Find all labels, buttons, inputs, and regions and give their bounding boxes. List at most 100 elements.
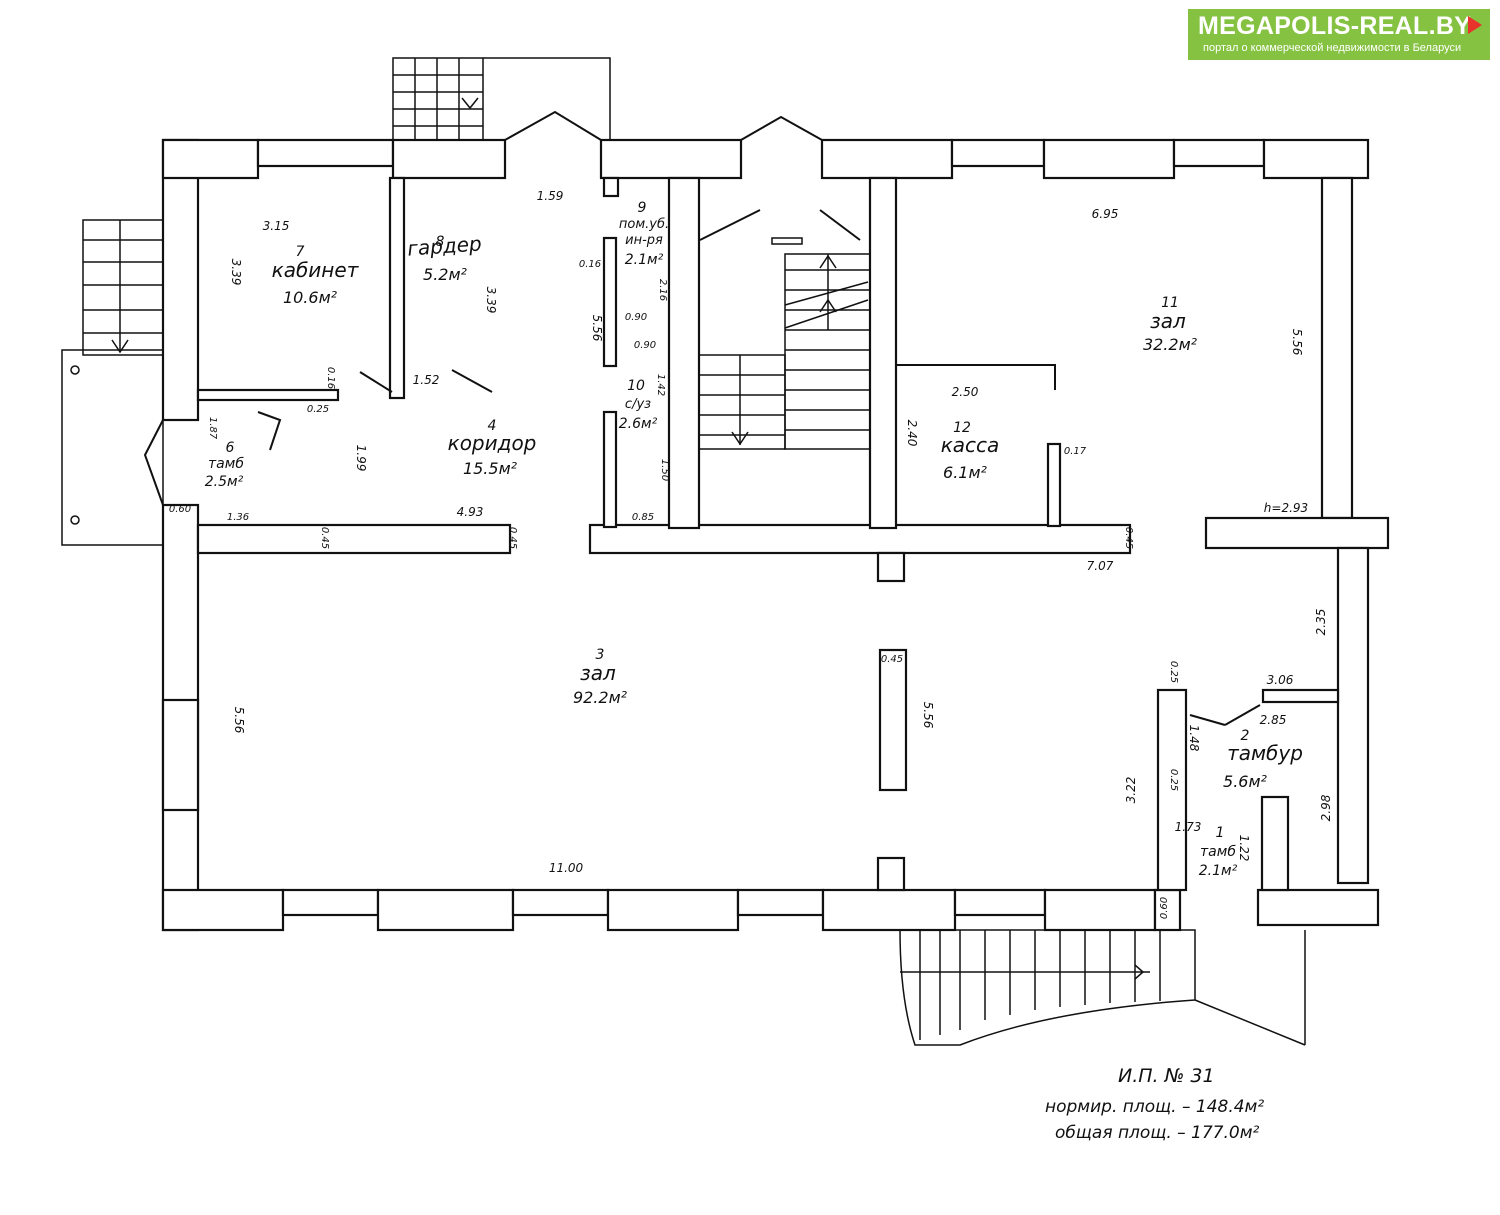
room-12-area: 6.1м² <box>943 463 988 482</box>
dim-label: 3.15 <box>263 219 290 233</box>
logo-tagline: портал о коммерческой недвижимости в Бел… <box>1203 42 1462 54</box>
wall-corridor-south <box>196 523 512 555</box>
door-vestibule-2 <box>1224 704 1261 726</box>
wall-wc-west <box>602 410 618 529</box>
window-south-4 <box>953 888 1047 917</box>
dim-label: 0.60 <box>169 504 191 515</box>
room-3-name: зал <box>580 661 616 685</box>
room-1-area: 2.1м² <box>1199 863 1238 879</box>
door-tambour-6 <box>257 411 282 451</box>
wall-east-mid <box>1204 516 1390 550</box>
dim-label: 2.40 <box>905 420 919 447</box>
wall-office-south <box>196 388 340 402</box>
logo-flag-icon <box>1468 16 1482 34</box>
wall-cashier-north <box>896 364 1056 390</box>
dim-label: 1.50 <box>659 459 670 481</box>
dim-label: 1.73 <box>1175 820 1202 834</box>
room-12-name: касса <box>941 433 1000 457</box>
room-2-number: 2 <box>1241 728 1250 744</box>
wall-north-1 <box>161 138 260 180</box>
dim-label: 0.25 <box>1168 661 1179 683</box>
dimension-labels: 3.15 3.39 3.39 1.59 6.95 0.16 2.16 5.56 … <box>169 189 1333 919</box>
wall-north-3 <box>599 138 743 180</box>
room-11-area: 32.2м² <box>1143 335 1198 354</box>
dim-label: 0.45 <box>1123 527 1134 549</box>
pilaster-north <box>876 551 906 583</box>
room-12-number: 12 <box>953 420 971 436</box>
window-south-2 <box>511 888 610 917</box>
wall-south-5 <box>1043 888 1157 932</box>
wall-east-lower <box>1336 546 1370 885</box>
wall-utility-post <box>602 176 620 198</box>
door-stair-1 <box>699 209 761 241</box>
column-hall <box>878 648 908 792</box>
dim-label: 5.56 <box>232 707 246 734</box>
dim-label: 0.16 <box>579 259 601 270</box>
wall-west-upper <box>161 138 200 422</box>
room-7-number: 7 <box>296 244 305 260</box>
dim-label: 0.45 <box>881 654 903 665</box>
plan-notes: И.П. № 31 нормир. площ. – 148.4м² общая … <box>1045 1065 1264 1143</box>
dim-label: 0.25 <box>307 404 329 415</box>
dim-label: 6.95 <box>1092 207 1119 221</box>
wall-stair-east <box>868 176 898 530</box>
dim-label: 3.39 <box>229 259 243 286</box>
dim-label: 1.87 <box>207 417 218 440</box>
total-area: общая площ. – 177.0м² <box>1055 1123 1260 1143</box>
dim-label: 0.16 <box>325 367 336 389</box>
room-1-number: 1 <box>1216 825 1225 841</box>
normative-area: нормир. площ. – 148.4м² <box>1045 1097 1264 1117</box>
wall-vestibule-east <box>1260 795 1290 892</box>
room-3-number: 3 <box>596 647 605 663</box>
wall-north-4 <box>820 138 954 180</box>
dim-label: 1.48 <box>1187 725 1201 752</box>
stair-north <box>392 57 611 141</box>
dim-label: 3.06 <box>1267 673 1294 687</box>
dim-label: 0.45 <box>319 527 330 549</box>
dim-label: 0.90 <box>625 312 647 323</box>
interior-walls <box>196 176 1340 892</box>
room-7-area: 10.6м² <box>283 288 338 307</box>
room-4-number: 4 <box>488 418 497 434</box>
window-north-1 <box>256 138 395 168</box>
room-9-name2: ин-ря <box>625 233 663 248</box>
dim-label: 1.42 <box>655 374 666 396</box>
stair-west <box>61 219 164 546</box>
room-labels: 7 кабинет 10.6м² 8 гардер 5.2м² 9 пом.уб… <box>205 200 1303 879</box>
room-8-name: гардер <box>407 231 483 260</box>
stair-south <box>899 929 1306 1046</box>
dim-label: 2.35 <box>1314 609 1328 636</box>
logo-brand-text: MEGAPOLIS-REAL.BY <box>1198 12 1472 40</box>
room-3-area: 92.2м² <box>573 688 628 707</box>
room-11-name: зал <box>1150 309 1186 333</box>
room-10-number: 10 <box>627 378 645 394</box>
site-logo[interactable]: MEGAPOLIS-REAL.BY портал о коммерческой … <box>1188 9 1490 60</box>
dim-label: 0.60 <box>1159 897 1170 919</box>
dim-label: 2.98 <box>1319 794 1333 821</box>
wall-north-5 <box>1042 138 1176 180</box>
window-south-1 <box>281 888 380 917</box>
wall-vestibule-north <box>1261 688 1340 704</box>
room-10-area: 2.6м² <box>619 416 658 432</box>
room-9-name: пом.уб. <box>619 217 669 232</box>
dim-label: 0.45 <box>507 527 518 549</box>
room-9-area: 2.1м² <box>625 252 664 268</box>
wall-east-upper <box>1320 176 1354 520</box>
door-north-1 <box>504 110 602 141</box>
door-lines <box>143 110 1261 726</box>
room-6-number: 6 <box>226 440 235 456</box>
stair-central <box>698 237 871 450</box>
wall-south-6 <box>1153 888 1182 932</box>
plan-id: И.П. № 31 <box>1118 1065 1215 1087</box>
dim-label: 0.25 <box>1168 769 1179 791</box>
room-6-name: тамб <box>208 456 244 472</box>
dim-label: 1.59 <box>537 189 564 203</box>
room-8-number: 8 <box>436 234 445 250</box>
wall-north-6 <box>1262 138 1370 180</box>
dim-label: 5.56 <box>590 315 604 342</box>
dim-label: 2.16 <box>657 279 668 301</box>
dim-label: 1.22 <box>1237 835 1251 862</box>
wall-south-2 <box>376 888 515 932</box>
dim-label: 1.99 <box>354 445 368 472</box>
window-north-2 <box>950 138 1046 168</box>
